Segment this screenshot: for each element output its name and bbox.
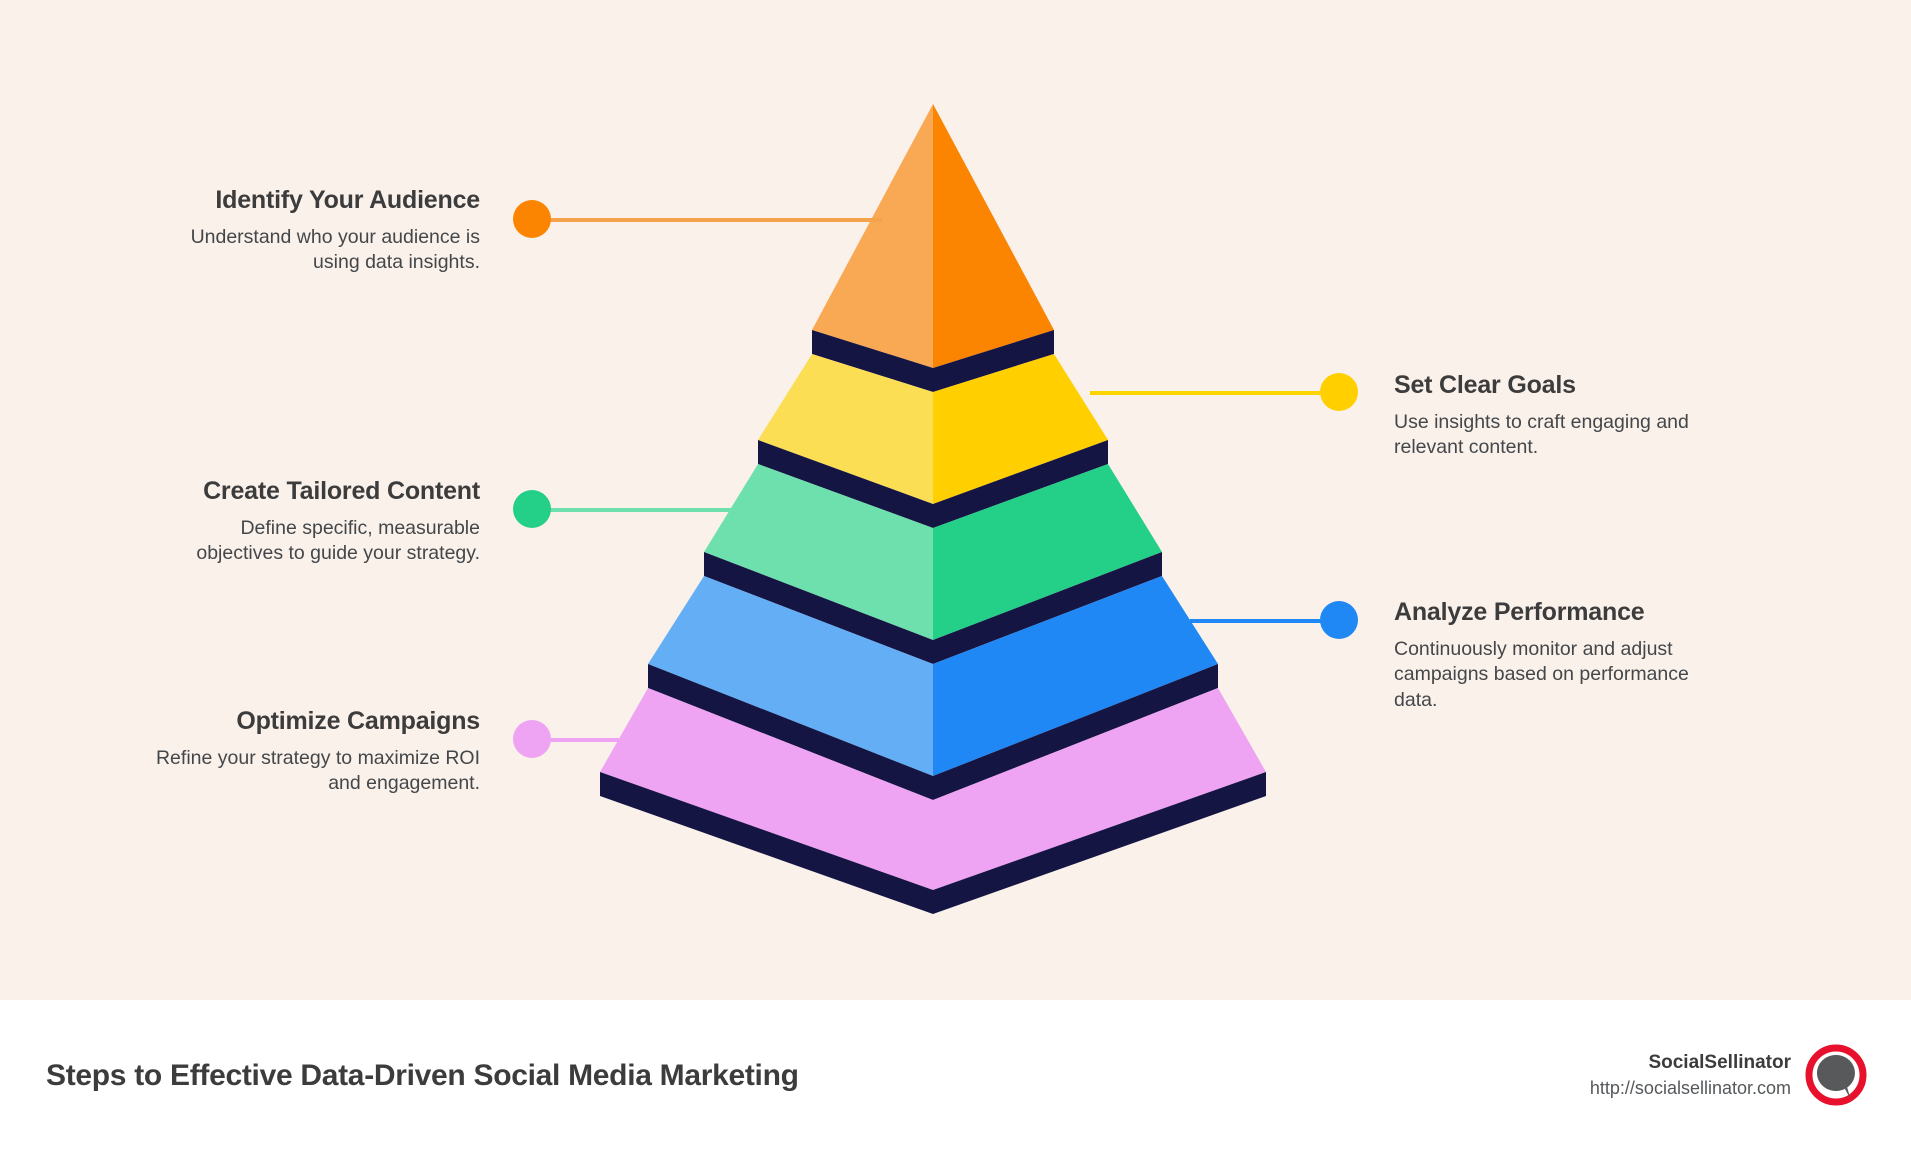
callout-title-analyze-performance: Analyze Performance [1394,598,1645,626]
footer-title: Steps to Effective Data-Driven Social Me… [46,1059,799,1092]
callout-description-create-tailored-content: Define specific, measurable objectives t… [196,517,480,565]
brand-url[interactable]: http://socialsellinator.com [1589,1077,1791,1098]
callout-dot-analyze-performance[interactable] [1320,601,1358,639]
footer-bar [0,1000,1911,1160]
callout-optimize-campaigns: Optimize Campaigns Refine your strategy … [150,706,480,797]
brand-name: SocialSellinator [1648,1052,1791,1074]
callout-description-identify-your-audience: Understand who your audience is using da… [190,226,480,274]
callout-dot-optimize-campaigns[interactable] [513,720,551,758]
connector-line-create-tailored-content [536,508,748,512]
brand-block: SocialSellinator http://socialsellinator… [1590,1044,1867,1106]
callout-analyze-performance: Analyze Performance Continuously monitor… [1394,597,1734,713]
callout-create-tailored-content: Create Tailored Content Define specific,… [150,476,480,567]
callout-description-optimize-campaigns: Refine your strategy to maximize ROI and… [155,747,480,795]
callout-identify-your-audience: Identify Your Audience Understand who yo… [150,185,481,276]
callout-dot-create-tailored-content[interactable] [513,490,551,528]
socialsellinator-logo-icon [1805,1044,1867,1106]
brand-text: SocialSellinator http://socialsellinator… [1590,1050,1791,1100]
callout-dot-set-clear-goals[interactable] [1320,373,1358,411]
callout-title-set-clear-goals: Set Clear Goals [1394,371,1576,399]
connector-line-optimize-campaigns [536,738,656,742]
callout-title-optimize-campaigns: Optimize Campaigns [236,707,480,735]
connector-line-set-clear-goals [1090,391,1320,395]
callout-set-clear-goals: Set Clear Goals Use insights to craft en… [1394,370,1724,461]
callout-description-analyze-performance: Continuously monitor and adjust campaign… [1394,638,1689,711]
callout-title-create-tailored-content: Create Tailored Content [203,477,480,505]
callout-dot-identify-your-audience[interactable] [513,200,551,238]
callout-description-set-clear-goals: Use insights to craft engaging and relev… [1394,411,1689,459]
callout-title-identify-your-audience: Identify Your Audience [215,186,480,214]
connector-line-identify-your-audience [536,218,882,222]
connector-line-analyze-performance [1190,619,1322,623]
